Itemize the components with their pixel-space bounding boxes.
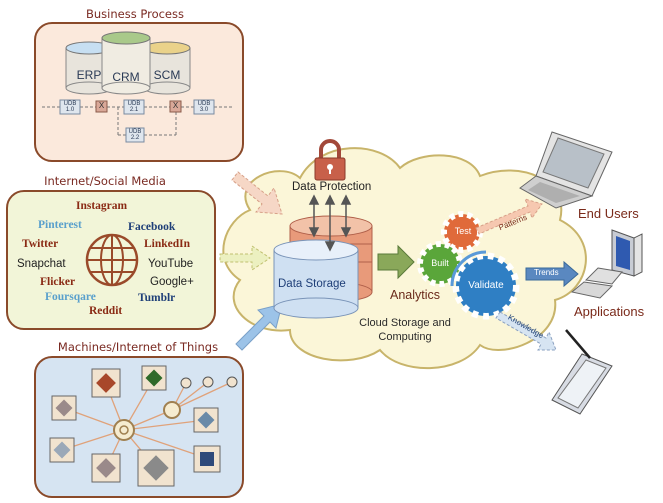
chip-bottom-large bbox=[137, 449, 175, 487]
validate-gear-label: Validate bbox=[468, 280, 504, 291]
central-hub bbox=[113, 419, 135, 441]
data-storage-cylinder bbox=[273, 239, 359, 319]
social-youtube: YouTube bbox=[148, 258, 194, 270]
udb-3-box bbox=[193, 99, 215, 115]
chip-top-left bbox=[91, 368, 121, 398]
business-process-diagram bbox=[42, 31, 234, 143]
udb-1-box bbox=[59, 99, 81, 115]
patterns-arrow bbox=[475, 198, 543, 235]
secondary-hub bbox=[163, 401, 181, 419]
input-arrow-iot bbox=[235, 303, 283, 351]
knowledge-arrow bbox=[495, 311, 557, 351]
applications-label: Applications bbox=[574, 304, 645, 319]
cross-label-1: X bbox=[98, 101, 105, 110]
test-gear-icon bbox=[441, 211, 483, 253]
udb-flow-lines bbox=[42, 106, 234, 136]
udb-2-2-label: UDB 2.2 bbox=[128, 129, 142, 141]
business-panel-title: Business Process bbox=[86, 7, 184, 21]
sensor-1 bbox=[180, 377, 192, 389]
input-arrow-business bbox=[231, 171, 283, 215]
scm-label: SCM bbox=[153, 68, 181, 82]
chip-left-1 bbox=[51, 395, 77, 421]
iot-panel bbox=[34, 356, 244, 498]
udb-2-1-box bbox=[123, 99, 145, 115]
data-storage-label: Data Storage bbox=[278, 278, 346, 290]
social-reddit: Reddit bbox=[89, 305, 123, 317]
chip-top-green bbox=[141, 365, 167, 391]
laptop-icon bbox=[519, 131, 613, 209]
cross-box-1 bbox=[95, 100, 108, 113]
social-snapchat: Snapchat bbox=[17, 258, 66, 270]
udb-2-2-box bbox=[125, 127, 145, 143]
sensor-2 bbox=[202, 376, 214, 388]
desktop-computer-icon bbox=[570, 229, 643, 299]
social-panel-title: Internet/Social Media bbox=[44, 174, 166, 188]
protection-arrows bbox=[308, 194, 352, 252]
udb-2-1-label: UDB 2.1 bbox=[127, 101, 141, 113]
business-process-panel: ERP CRM SCM UDB 1.0 UDB 2.1 UDB 3.0 UDB … bbox=[34, 22, 244, 162]
input-arrow-social bbox=[219, 245, 271, 271]
social-googleplus: Google+ bbox=[150, 276, 194, 288]
crm-label: CRM bbox=[112, 70, 140, 84]
data-protection-label: Data Protection bbox=[292, 181, 372, 193]
chip-bottom-left bbox=[91, 453, 121, 483]
trends-label: Trends bbox=[534, 268, 559, 277]
social-linkedin: LinkedIn bbox=[144, 238, 191, 250]
social-instagram: Instagram bbox=[76, 200, 128, 212]
social-media-panel bbox=[6, 190, 216, 330]
chip-right-1 bbox=[193, 407, 219, 433]
built-gear-label: Built bbox=[431, 258, 449, 268]
analytics-arrow bbox=[377, 244, 415, 280]
social-tumblr: Tumblr bbox=[138, 292, 176, 304]
lock-icon bbox=[314, 139, 346, 181]
tablet-icon bbox=[551, 329, 613, 415]
validate-gear-icon bbox=[450, 250, 520, 320]
scm-database bbox=[143, 41, 191, 95]
udb-1-label: UDB 1.0 bbox=[63, 101, 77, 113]
cloud-caption-line1: Cloud Storage and bbox=[359, 317, 451, 329]
cross-box-2 bbox=[169, 100, 182, 113]
sensor-3 bbox=[226, 376, 238, 388]
globe-icon bbox=[85, 233, 139, 287]
social-pinterest: Pinterest bbox=[38, 219, 82, 231]
chip-left-2 bbox=[49, 437, 75, 463]
analytics-label: Analytics bbox=[390, 288, 441, 302]
test-gear-label: Test bbox=[454, 226, 472, 236]
iot-network-diagram bbox=[49, 365, 238, 487]
social-foursquare: Foursqare bbox=[45, 291, 96, 303]
trends-arrow bbox=[525, 260, 579, 288]
social-flicker: Flicker bbox=[40, 276, 76, 288]
social-facebook: Facebook bbox=[128, 221, 176, 233]
end-users-label: End Users bbox=[578, 206, 639, 221]
chip-bottom-right bbox=[193, 445, 221, 473]
erp-label: ERP bbox=[76, 68, 102, 82]
udb-3-label: UDB 3.0 bbox=[197, 101, 211, 113]
cross-label-2: X bbox=[172, 101, 179, 110]
crm-database bbox=[101, 31, 151, 95]
iot-panel-title: Machines/Internet of Things bbox=[57, 340, 219, 354]
cloud-caption-line2: Computing bbox=[378, 331, 432, 343]
social-twitter: Twitter bbox=[22, 238, 59, 250]
